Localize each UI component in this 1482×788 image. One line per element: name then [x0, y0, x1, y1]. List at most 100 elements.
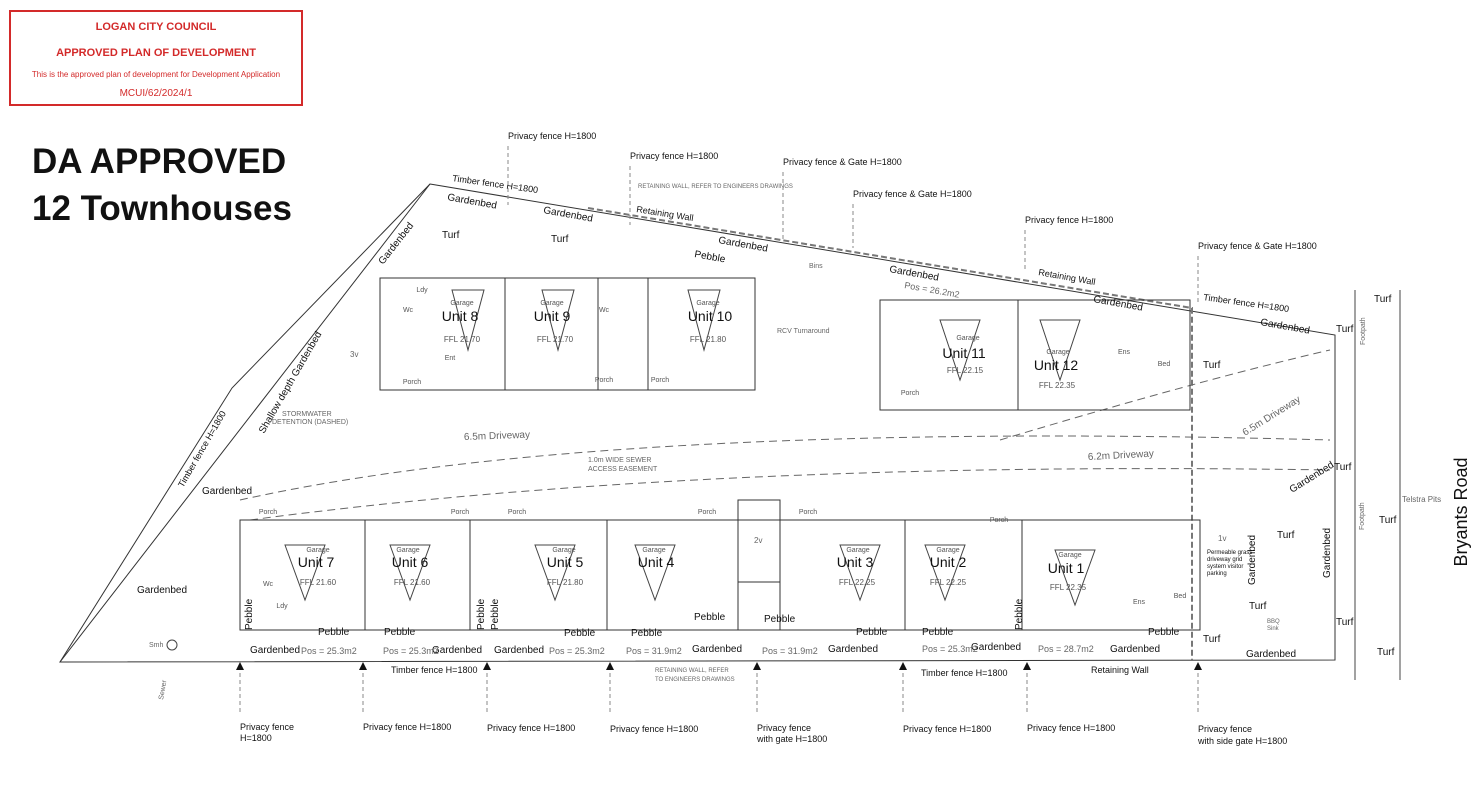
- garage-label-3: Garage: [846, 547, 869, 554]
- gardenbed-bottom-6: Gardenbed: [971, 642, 1021, 653]
- smh-label: Smh: [149, 642, 164, 649]
- porch-label-7: Porch: [259, 509, 277, 516]
- driveway-label-3: 6.5m Driveway: [1241, 394, 1303, 438]
- gardenbed-top-1: Gardenbed: [446, 192, 497, 212]
- page-heading: DA APPROVED 12 Townhouses: [32, 138, 292, 232]
- gardenbed-east-1: Gardenbed: [1288, 460, 1336, 496]
- top-unit-block: [379, 277, 1191, 411]
- road-name: Bryants Road: [1451, 457, 1471, 567]
- sewer-label: Sewer: [158, 679, 168, 700]
- ffl-unit-11: FFL 22.15: [947, 366, 984, 375]
- garage-label-12: Garage: [1046, 349, 1069, 356]
- ldy-label-8: Ldy: [416, 287, 428, 294]
- porch-label-4: Porch: [698, 509, 716, 516]
- bottom-callout-4: Privacy fence H=1800: [610, 724, 698, 734]
- bottom-callout-2: Privacy fence H=1800: [363, 722, 451, 732]
- sewer-manhole-icon: [166, 639, 178, 651]
- footpath-label-2: Footpath: [1359, 502, 1366, 530]
- gardenbed-east-2: Gardenbed: [1247, 535, 1258, 585]
- pos-area-3: Pos = 31.9m2: [762, 646, 818, 656]
- turf-road-6: Turf: [1377, 647, 1395, 658]
- stamp-council: LOGAN CITY COUNCIL: [95, 21, 217, 33]
- heading-line-2: 12 Townhouses: [32, 189, 292, 228]
- wc-label-10: Wc: [599, 307, 610, 314]
- bottom-retaining-note-1: RETAINING WALL, REFER: [655, 668, 729, 674]
- bottom-callout-8a: Privacy fence: [1198, 724, 1252, 734]
- unit-6-label: Unit 6: [392, 554, 429, 570]
- garage-label-1: Garage: [1058, 552, 1081, 559]
- unit-1-label: Unit 1: [1048, 560, 1085, 576]
- gardenbed-top-6: Gardenbed: [1259, 317, 1310, 337]
- permeable-line-1: Permeable grass: [1207, 550, 1252, 556]
- turf-bottom-1: Turf: [1277, 530, 1295, 541]
- garage-label-5: Garage: [552, 547, 575, 554]
- bbq-label: BBQ: [1267, 619, 1280, 625]
- sewer-easement-line-1: 1.0m WIDE SEWER: [588, 457, 651, 464]
- callout-privacy-gate-1: Privacy fence & Gate H=1800: [783, 157, 902, 167]
- bottom-unit-block: [239, 499, 1201, 631]
- callout-privacy-fence-2: Privacy fence H=1800: [630, 151, 718, 161]
- callout-privacy-gate-2: Privacy fence & Gate H=1800: [853, 189, 972, 199]
- turf-top-1: Turf: [442, 230, 460, 241]
- bed-label-12: Bed: [1158, 361, 1171, 368]
- bottom-callout-1a: Privacy fence: [240, 722, 294, 732]
- garage-markers: [284, 289, 1096, 607]
- telstra-pits-label: Telstra Pits: [1402, 495, 1441, 504]
- gardenbed-bottom-1: Gardenbed: [250, 645, 300, 656]
- pebble-3: Pebble: [856, 627, 888, 638]
- turf-top-2: Turf: [551, 234, 569, 245]
- gardenbed-bottom-2: Gardenbed: [432, 645, 482, 656]
- wc-label-7: Wc: [263, 581, 274, 588]
- road-edge: [1354, 290, 1401, 680]
- garage-label-6: Garage: [396, 547, 419, 554]
- approval-stamp: LOGAN CITY COUNCIL APPROVED PLAN OF DEVE…: [9, 10, 303, 106]
- bins-label: Bins: [809, 263, 823, 270]
- callout-privacy-gate-3: Privacy fence & Gate H=1800: [1198, 241, 1317, 251]
- pebble-side-5: Pebble: [490, 598, 501, 630]
- garage-label-4: Garage: [642, 547, 665, 554]
- gardenbed-bottom-4: Gardenbed: [692, 644, 742, 655]
- gardenbed-top-2: Gardenbed: [542, 205, 593, 225]
- porch-label-5: Porch: [508, 509, 526, 516]
- garage-label-11: Garage: [956, 335, 979, 342]
- ffl-unit-5: FFL 21.80: [547, 578, 584, 587]
- visitor-space-2v: 2v: [754, 536, 762, 545]
- pebble-4: Pebble: [631, 628, 663, 639]
- stamp-reference: MCUI/62/2024/1: [119, 88, 193, 99]
- garage-label-9: Garage: [540, 300, 563, 307]
- footpath-label-1: Footpath: [1360, 317, 1367, 345]
- pos-area-7: Pos = 25.3m2: [301, 646, 357, 656]
- turf-right: Turf: [1203, 360, 1221, 371]
- porch-label-11: Porch: [901, 390, 919, 397]
- permeable-line-2: driveway grid: [1207, 557, 1242, 563]
- bottom-timber-fence-2: Timber fence H=1800: [921, 668, 1007, 678]
- ldy-label-7: Ldy: [276, 603, 288, 610]
- ffl-unit-1: FFL 22.35: [1050, 583, 1087, 592]
- bottom-callout-6: Privacy fence H=1800: [903, 724, 991, 734]
- rcv-turnaround-label: RCV Turnaround: [777, 328, 830, 335]
- turf-road-1: Turf: [1374, 294, 1392, 305]
- ffl-unit-2: FFL 22.25: [930, 578, 967, 587]
- bottom-callout-5a: Privacy fence: [757, 723, 811, 733]
- unit-9-label: Unit 9: [534, 308, 571, 324]
- stamp-title: APPROVED PLAN OF DEVELOPMENT: [56, 47, 256, 59]
- stormwater-line-2: DETENTION (DASHED): [272, 419, 348, 426]
- pos-area-6: Pos = 25.3m2: [383, 646, 439, 656]
- turf-road-5: Turf: [1336, 617, 1354, 628]
- turf-bottom-2: Turf: [1249, 601, 1267, 612]
- ffl-unit-3: FFL 22.25: [839, 578, 876, 587]
- pebble-2: Pebble: [922, 627, 954, 638]
- heading-line-1: DA APPROVED: [32, 142, 287, 181]
- unit-3-label: Unit 3: [837, 554, 874, 570]
- ffl-unit-8: FFL 21.70: [444, 335, 481, 344]
- sewer-easement-line-2: ACCESS EASEMENT: [588, 466, 658, 473]
- gardenbed-bottom-5: Gardenbed: [828, 644, 878, 655]
- unit-4-label: Unit 4: [638, 554, 675, 570]
- pos-area-5: Pos = 25.3m2: [549, 646, 605, 656]
- wc-label-8: Wc: [403, 307, 414, 314]
- unit-5-label: Unit 5: [547, 554, 584, 570]
- gardenbed-bottom-3: Gardenbed: [494, 645, 544, 656]
- porch-label-8: Porch: [403, 379, 421, 386]
- driveway-label-2: 6.2m Driveway: [1088, 449, 1155, 463]
